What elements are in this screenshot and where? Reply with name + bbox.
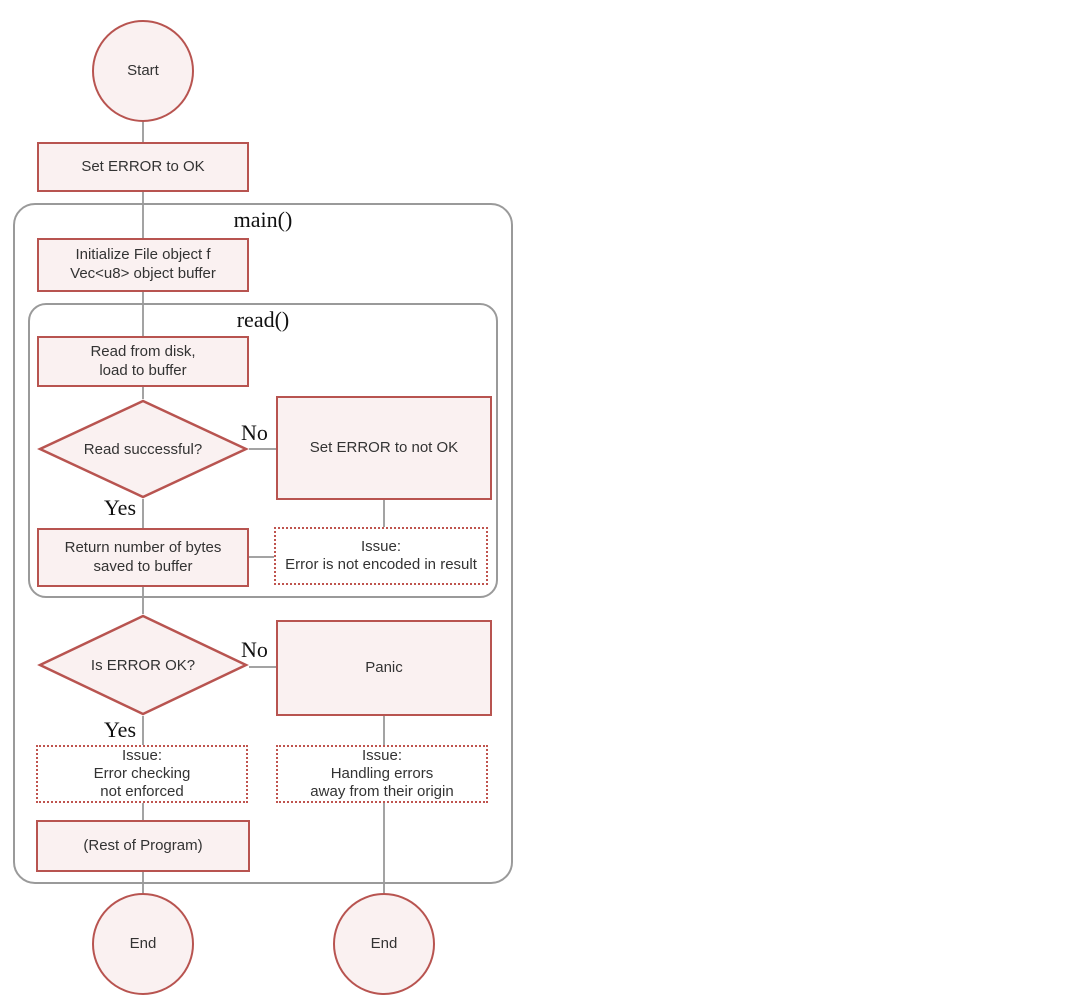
edge-label-yes-read: Yes (104, 495, 137, 520)
edge-label-no-read: No (241, 420, 268, 445)
decision-read-successful-label: Read successful? (83, 440, 203, 458)
read-function-label: read() (236, 307, 290, 332)
read-function-container: read() (28, 303, 498, 598)
connector-start-to-seterror (142, 122, 144, 142)
decision-is-error-ok-label: Is ERROR OK? (90, 656, 196, 674)
issue-note-error-checking: Issue: Error checking not enforced (36, 745, 248, 803)
edge-label-no-error: No (241, 637, 268, 662)
connector-seterror-to-init (142, 192, 144, 238)
diamond-shape (37, 614, 249, 716)
connector-no2-to-panic (249, 666, 276, 668)
connector-returnbytes-to-decision2 (142, 587, 144, 614)
process-initialize-objects: Initialize File object f Vec<u8> object … (37, 238, 249, 292)
connector-readdisk-to-decision (142, 387, 144, 399)
end-node-main: End (92, 893, 194, 995)
connector-seterrornotok-to-issue (383, 500, 385, 527)
connector-init-to-readdisk (142, 292, 144, 336)
start-node: Start (92, 20, 194, 122)
issue-note-error-not-encoded: Issue: Error is not encoded in result (274, 527, 488, 585)
process-read-from-disk: Read from disk, load to buffer (37, 336, 249, 387)
diamond-shape (37, 399, 249, 499)
connector-no-to-seterrornotok (249, 448, 276, 450)
process-set-error-not-ok: Set ERROR to not OK (276, 396, 492, 500)
connector-panic-to-issue (383, 716, 385, 745)
issue-note-handling-errors: Issue: Handling errors away from their o… (276, 745, 488, 803)
end-node-error: End (333, 893, 435, 995)
connector-yes-to-returnbytes (142, 499, 144, 528)
process-panic: Panic (276, 620, 492, 716)
connector-returnbytes-to-issue (249, 556, 274, 558)
connector-issue-to-rest (142, 803, 144, 820)
edge-label-yes-error: Yes (104, 717, 137, 742)
decision-read-successful: Read successful? (37, 399, 249, 499)
process-rest-of-program: (Rest of Program) (36, 820, 250, 872)
main-function-label: main() (233, 207, 293, 232)
process-set-error-ok: Set ERROR to OK (37, 142, 249, 192)
connector-yes2-to-issue (142, 716, 144, 745)
connector-issue-to-end2 (383, 803, 385, 893)
main-function-container: main() (13, 203, 513, 884)
process-return-bytes: Return number of bytes saved to buffer (37, 528, 249, 587)
decision-is-error-ok: Is ERROR OK? (37, 614, 249, 716)
